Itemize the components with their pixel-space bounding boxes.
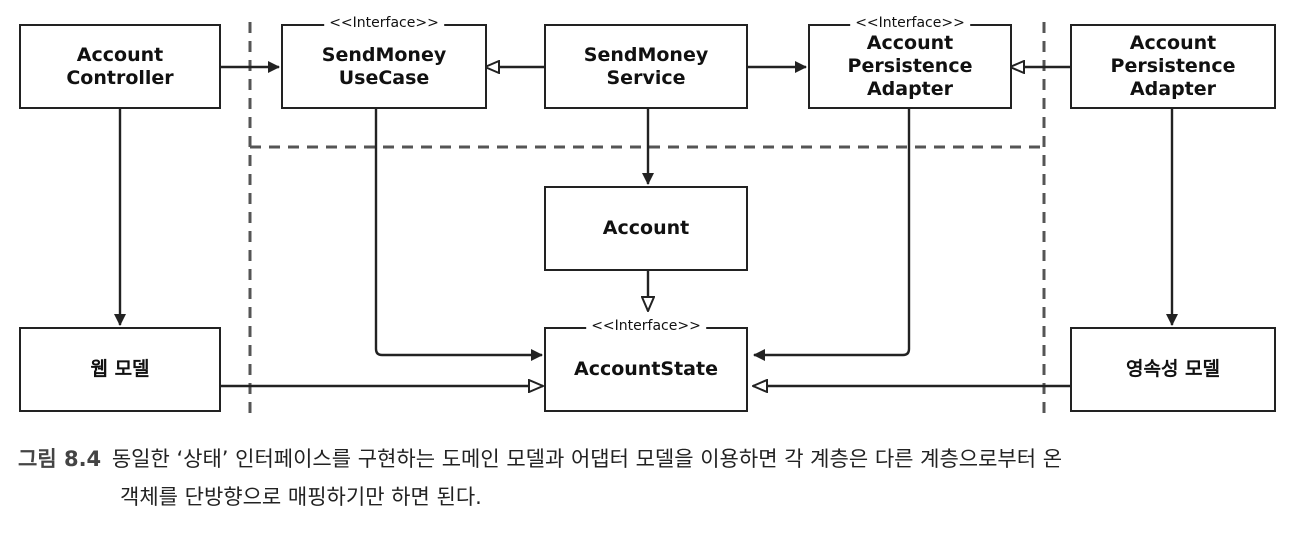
node-label: AccountState — [574, 358, 718, 380]
account-box: Account — [544, 186, 748, 271]
caption-line-1: 동일한 ‘상태’ 인터페이스를 구현하는 도메인 모델과 어댑터 모델을 이용하… — [111, 447, 1063, 471]
edge-usecase-to-account-state — [374, 108, 543, 361]
caption-line-2: 객체를 단방향으로 매핑하기만 하면 된다. — [120, 485, 482, 509]
persistence-model-box: 영속성 모델 — [1070, 327, 1276, 412]
caption-title: 그림 8.4 — [18, 447, 102, 471]
node-label: 웹 모델 — [90, 358, 150, 380]
account-state-box: <<Interface>> AccountState — [544, 317, 748, 412]
interface-stereotype: <<Interface>> — [324, 14, 444, 32]
node-label: Account — [602, 217, 690, 239]
interface-stereotype: <<Interface>> — [586, 317, 706, 335]
edge-port-to-account-state — [753, 108, 911, 361]
web-model-box: 웹 모델 — [19, 327, 221, 412]
figure-caption: 그림 8.4 동일한 ‘상태’ 인터페이스를 구현하는 도메인 모델과 어댑터 … — [18, 440, 1278, 516]
connector-layer — [114, 22, 1178, 420]
node-label: 영속성 모델 — [1125, 358, 1220, 380]
interface-stereotype: <<Interface>> — [850, 14, 970, 32]
